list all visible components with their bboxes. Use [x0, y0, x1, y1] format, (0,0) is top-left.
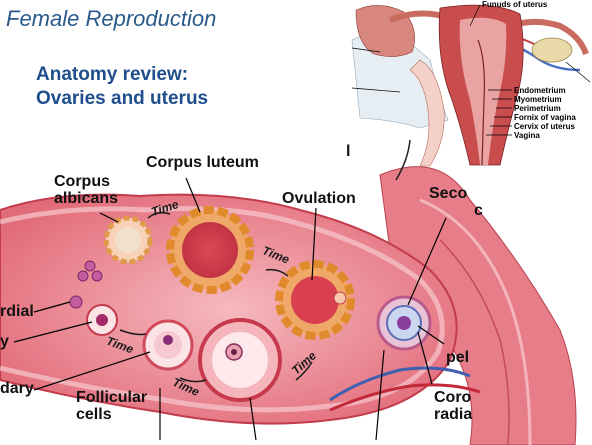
label-secondary-oocyte-line1: Seco: [429, 185, 467, 203]
label-corona-radiata-line2: radia: [434, 406, 472, 424]
label-primary: y: [0, 333, 9, 351]
secondary-follicle: [144, 321, 192, 369]
label-follicular-cells-line2: cells: [76, 406, 112, 424]
primary-follicle: [87, 305, 117, 335]
label-corpus-albicans-line2: albicans: [54, 190, 118, 208]
label-zona-pellucida: pel: [446, 349, 469, 367]
subtitle-line-1: Anatomy review:: [36, 63, 208, 87]
label-primordial: rdial: [0, 303, 34, 321]
vesicular-follicle: [200, 320, 280, 400]
label-corpus-albicans-line1: Corpus: [54, 173, 110, 191]
label-ovulation: Ovulation: [282, 190, 356, 208]
label-stray-mark: l: [346, 143, 350, 161]
label-follicular-cells-line1: Follicular: [76, 389, 147, 407]
subtitle-line-2: Ovaries and uterus: [36, 87, 208, 111]
label-corona-radiata-line1: Coro: [434, 389, 471, 407]
label-corpus-luteum: Corpus luteum: [146, 154, 259, 172]
slide-title: Female Reproduction: [6, 6, 216, 32]
slide-subtitle: Anatomy review: Ovaries and uterus: [36, 63, 208, 111]
secondary-oocyte: [378, 297, 430, 349]
corpus-albicans: [106, 218, 150, 262]
label-secondary: dary: [0, 380, 34, 398]
corpus-luteum: [170, 210, 250, 290]
label-secondary-oocyte-line2: c: [474, 202, 483, 220]
ovulation-follicle: [279, 264, 351, 336]
